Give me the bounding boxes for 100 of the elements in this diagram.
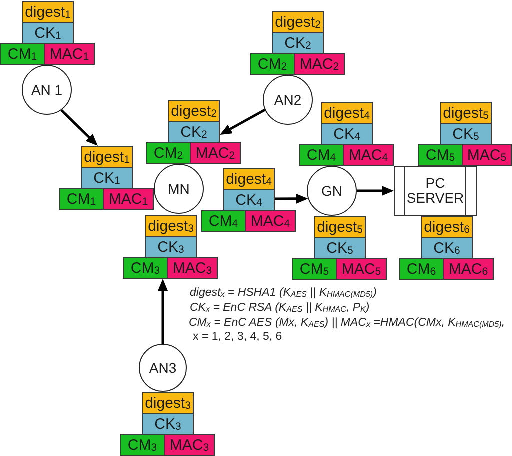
- ciphertext-block: [0, 43, 45, 65]
- block-label: CM$_{1}$: [66, 192, 96, 206]
- block-label: MAC$_{5}$: [342, 262, 382, 276]
- block-label: CK$_{3}$: [158, 240, 184, 254]
- key-block: [22, 22, 74, 44]
- arrow: [357, 186, 394, 196]
- key-block: [421, 237, 473, 259]
- node-label: AN 1: [31, 83, 63, 97]
- node-circle: [22, 65, 72, 115]
- digest-block: [321, 102, 373, 124]
- mac-block: [167, 257, 218, 279]
- block-label: CK$_{2}$: [284, 36, 312, 50]
- block-label: CM$_{3}$: [128, 438, 158, 452]
- block-label: CM$_{2}$: [154, 146, 184, 160]
- server-label: PC SERVER: [406, 176, 464, 206]
- mac-block: [343, 144, 394, 166]
- formula-text: x = 1, 2, 3, 4, 5, 6: [193, 330, 282, 344]
- block-label: CM$_{1}$: [8, 46, 38, 62]
- block-label: MAC$_{2}$: [300, 56, 340, 72]
- block-label: CM$_{5}$: [426, 148, 456, 162]
- arrow: [158, 279, 168, 344]
- block-label: MAC$_{2}$: [196, 146, 236, 160]
- block-label: digest$_{3}$: [145, 396, 191, 410]
- digest-block: [81, 146, 133, 168]
- block-label: CM$_{2}$: [258, 56, 288, 72]
- arrow: [275, 194, 308, 204]
- ciphertext-block: [399, 258, 444, 280]
- node-circle: [154, 164, 204, 214]
- mac-block: [103, 188, 154, 210]
- node-label: MN: [168, 182, 190, 196]
- block-label: digest$_{2}$: [171, 104, 217, 118]
- block-label: CK$_{2}$: [180, 124, 208, 140]
- block-label: MAC$_{3}$: [172, 260, 212, 276]
- node-circle: [307, 166, 357, 216]
- key-block: [142, 413, 194, 435]
- digest-block: [314, 216, 366, 238]
- block-label: digest$_{3}$: [148, 218, 194, 234]
- digest-block: [272, 11, 324, 33]
- digest-block: [223, 168, 275, 190]
- block-label: MAC$_{4}$: [250, 214, 290, 228]
- mac-block: [462, 144, 512, 166]
- block-label: digest$_{4}$: [324, 106, 370, 120]
- block-label: CK$_{3}$: [154, 416, 182, 432]
- ciphertext-block: [418, 144, 463, 166]
- ciphertext-block: [201, 210, 246, 232]
- block-label: CK$_{4}$: [334, 126, 360, 142]
- mac-block: [443, 258, 494, 280]
- block-label: digest$_{1}$: [25, 4, 71, 20]
- ciphertext-block: [123, 257, 168, 279]
- node-label: AN3: [149, 361, 177, 375]
- node-circle: [139, 344, 187, 392]
- digest-block: [421, 216, 473, 238]
- mac-block: [190, 142, 241, 164]
- block-label: CK$_{5}$: [452, 126, 480, 142]
- digest-block: [22, 1, 74, 23]
- block-label: CK$_{4}$: [236, 192, 262, 208]
- key-block: [314, 237, 366, 259]
- key-block: [223, 189, 275, 211]
- block-label: MAC$_{6}$: [448, 262, 488, 276]
- digest-block: [142, 392, 194, 414]
- block-label: CM$_{6}$: [406, 262, 436, 276]
- arrow: [220, 108, 266, 136]
- block-label: CM$_{4}$: [306, 148, 336, 162]
- block-label: MAC$_{1}$: [108, 192, 148, 206]
- key-block: [321, 123, 373, 145]
- server-box: [394, 166, 477, 216]
- block-label: MAC$_{3}$: [170, 438, 210, 452]
- block-label: CM$_{3}$: [130, 260, 160, 276]
- block-label: MAC$_{5}$: [467, 148, 507, 162]
- block-label: MAC$_{1}$: [50, 46, 90, 62]
- key-block: [81, 167, 133, 189]
- digest-block: [168, 100, 220, 122]
- ciphertext-block: [250, 53, 295, 75]
- block-label: CK$_{1}$: [94, 170, 120, 186]
- ciphertext-block: [299, 144, 344, 166]
- mac-block: [164, 434, 215, 456]
- block-label: digest$_{1}$: [84, 150, 130, 164]
- ciphertext-block: [120, 434, 165, 456]
- ciphertext-block: [59, 188, 104, 210]
- key-block: [145, 236, 197, 258]
- block-label: CM$_{4}$: [208, 214, 238, 228]
- mac-block: [44, 43, 95, 65]
- block-label: CK$_{1}$: [34, 26, 62, 40]
- block-label: digest$_{2}$: [275, 14, 321, 30]
- ciphertext-block: [146, 142, 191, 164]
- node-label: GN: [322, 184, 342, 198]
- block-label: CK$_{6}$: [434, 240, 460, 256]
- ciphertext-block: [292, 258, 337, 280]
- mac-block: [336, 258, 387, 280]
- block-label: digest$_{5}$: [317, 220, 363, 234]
- node-label: AN2: [274, 93, 302, 107]
- block-label: CM$_{5}$: [300, 262, 330, 276]
- block-label: CK$_{5}$: [326, 240, 354, 256]
- key-block: [168, 121, 220, 143]
- key-block: [272, 32, 324, 54]
- block-label: digest$_{6}$: [424, 220, 470, 234]
- block-label: MAC$_{4}$: [348, 148, 388, 162]
- digest-block: [440, 102, 492, 124]
- mac-block: [245, 210, 296, 232]
- block-label: digest$_{5}$: [443, 106, 489, 120]
